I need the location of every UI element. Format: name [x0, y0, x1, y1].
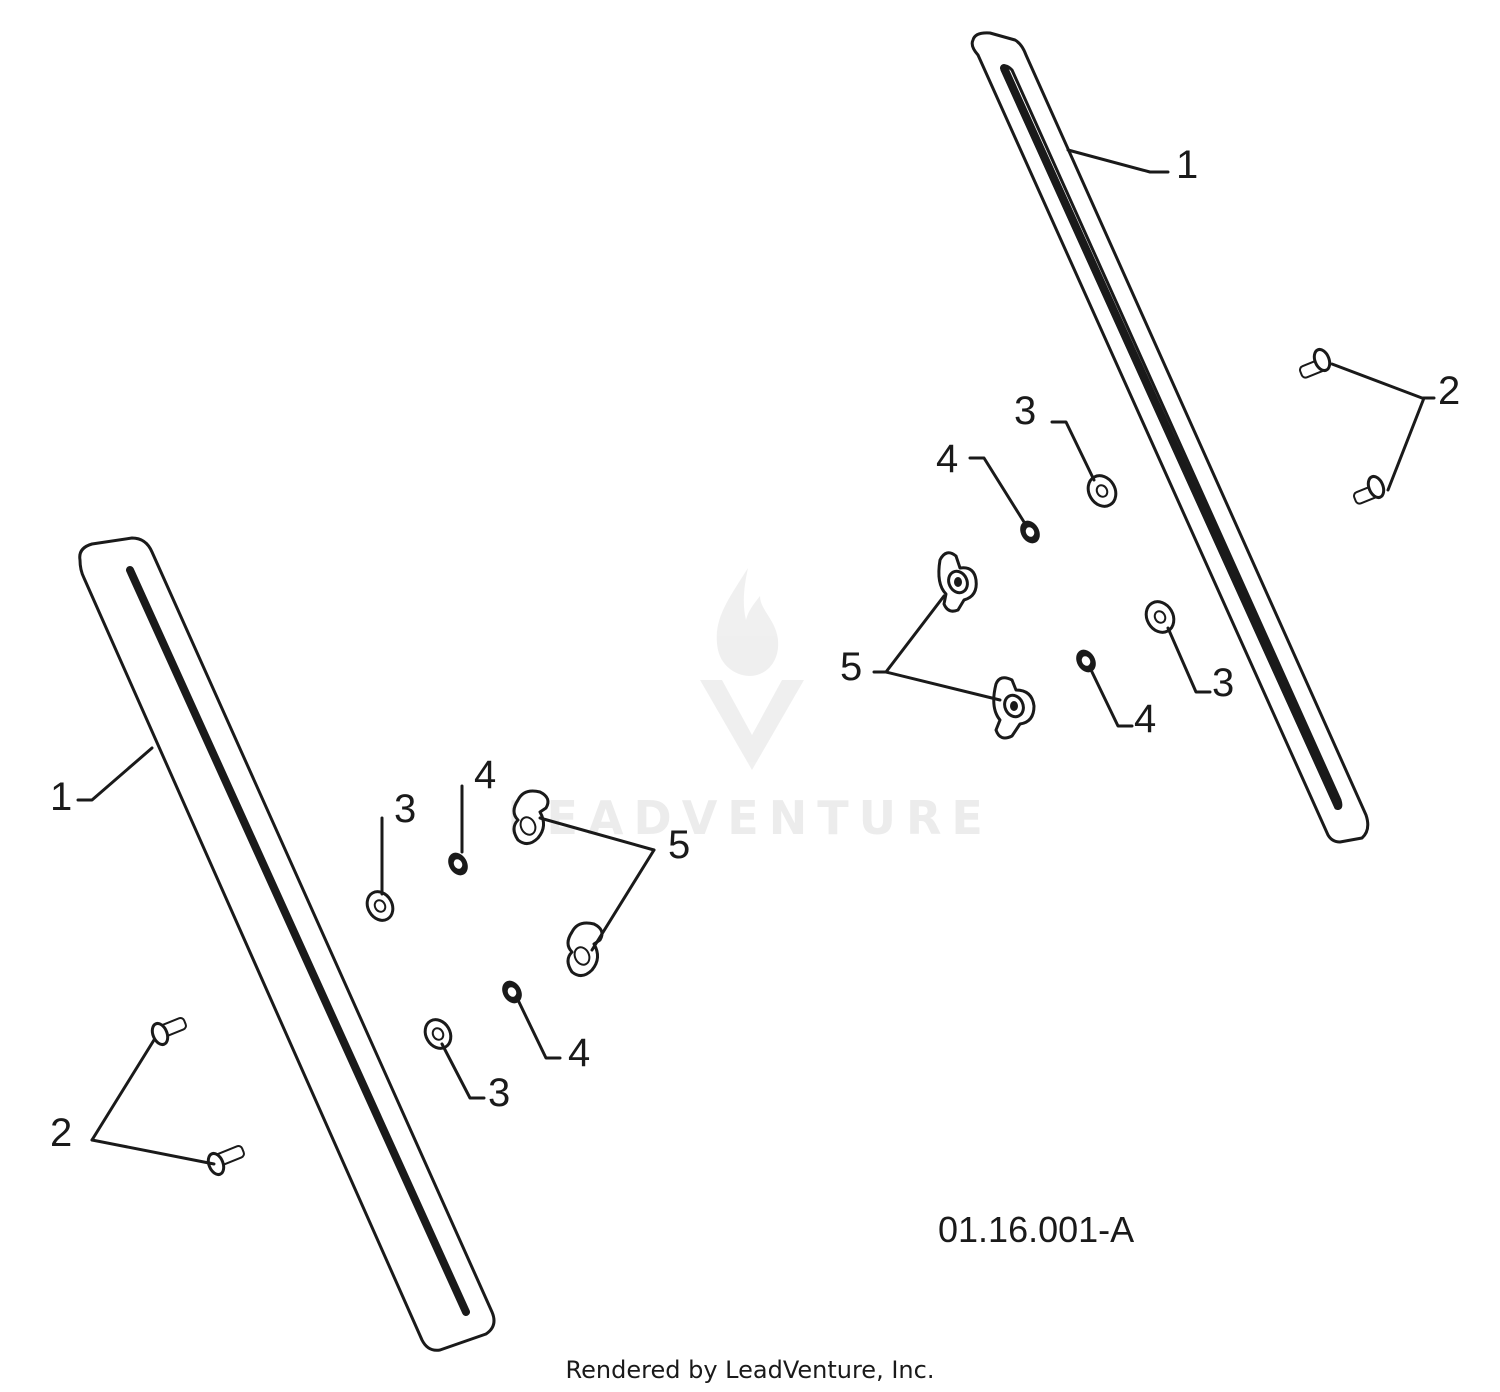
leadventure-logo-icon — [700, 568, 804, 770]
right-washer-top — [1086, 474, 1118, 508]
callout-left-rail: 1 — [50, 775, 72, 819]
callout-left-wingnuts: 5 — [668, 823, 690, 867]
left-bolt-upper — [150, 1017, 187, 1047]
watermark: LEADVENTURE — [507, 568, 993, 845]
right-nut-bottom — [1076, 649, 1096, 673]
callout-right-washer-top: 3 — [1014, 389, 1036, 433]
callout-right-wingnuts: 5 — [840, 645, 862, 689]
callout-right-washer-bottom: 3 — [1212, 661, 1234, 705]
callout-right-nut-top: 4 — [936, 437, 958, 481]
right-rail — [970, 31, 1370, 844]
right-bolt-upper — [1298, 347, 1332, 379]
left-rail — [78, 536, 496, 1352]
callout-right-nut-bottom: 4 — [1134, 697, 1156, 741]
right-nut-top — [1020, 520, 1040, 544]
left-nut-top — [448, 852, 468, 876]
left-nut-bottom — [502, 980, 522, 1004]
watermark-text: LEADVENTURE — [507, 791, 993, 845]
left-leaders — [76, 746, 656, 1166]
left-wingnut-upper — [512, 789, 550, 845]
right-leaders — [872, 148, 1436, 728]
right-wingnut-lower — [992, 676, 1036, 740]
callout-left-nut-bottom: 4 — [568, 1031, 590, 1075]
left-bolt-lower — [206, 1145, 245, 1177]
left-washer-top — [365, 890, 395, 922]
left-washer-bottom — [423, 1018, 453, 1050]
callout-labels: 1 2 3 4 3 4 5 1 2 3 4 5 3 4 — [50, 143, 1460, 1155]
callout-left-washer-top: 3 — [394, 787, 416, 831]
figure-code: 01.16.001-A — [938, 1209, 1134, 1250]
right-washer-bottom — [1144, 600, 1176, 634]
left-wingnut-lower — [566, 921, 604, 977]
callout-right-rail: 1 — [1176, 143, 1198, 187]
footer-credit: Rendered by LeadVenture, Inc. — [566, 1356, 935, 1384]
callout-left-washer-bottom: 3 — [488, 1071, 510, 1115]
callout-left-bolts: 2 — [50, 1111, 72, 1155]
callout-left-nut-top: 4 — [474, 753, 496, 797]
right-wingnut-upper — [937, 551, 978, 613]
callout-right-bolts: 2 — [1438, 369, 1460, 413]
right-bolt-lower — [1352, 474, 1386, 505]
